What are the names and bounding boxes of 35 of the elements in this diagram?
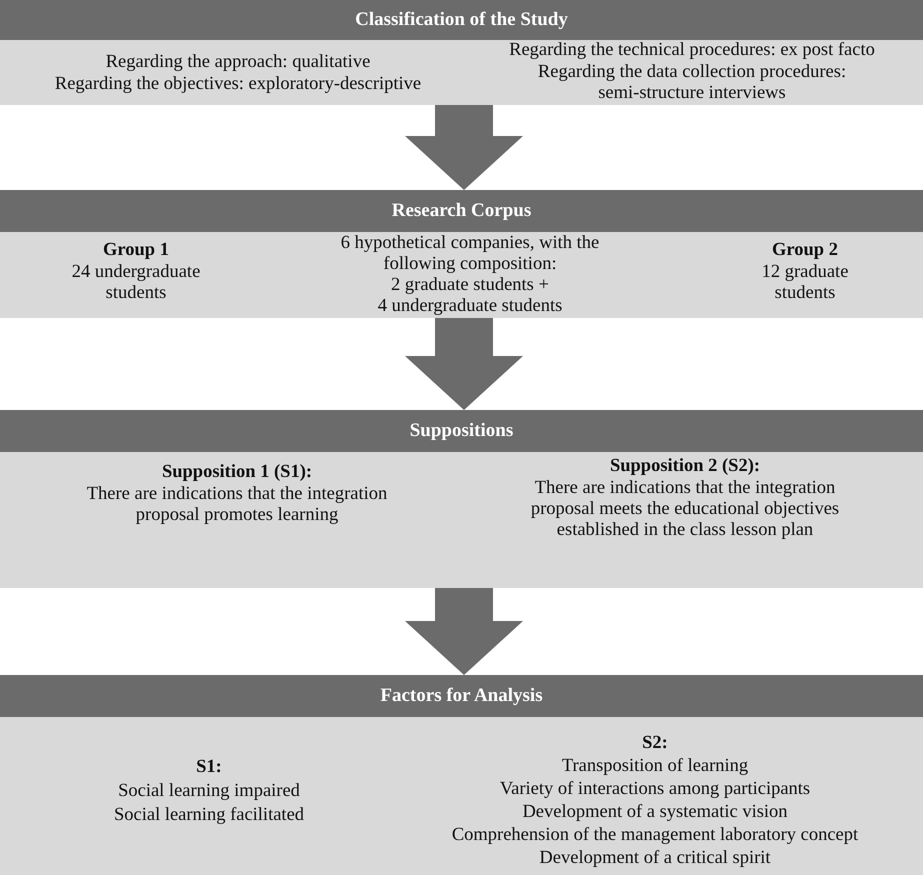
body-text: There are indications that the integration proposal promotes learning <box>86 484 388 526</box>
body-text: 24 undergraduate students <box>70 262 202 304</box>
subheading: Group 2 <box>771 240 839 261</box>
body-text: Comprehension of the management laboratory concept <box>450 825 860 846</box>
section-header: Suppositions <box>0 410 923 452</box>
subheading: S2: <box>641 733 669 754</box>
body-text: Regarding the objectives: exploratory-descriptive <box>54 74 422 95</box>
block-arrow <box>405 588 523 675</box>
body-text: Variety of interactions among participants <box>498 779 812 800</box>
body-text: There are indications that the integration proposal meets the educational objectives established in the class lesson plan <box>530 478 840 541</box>
content-panel <box>0 40 923 105</box>
body-text: Social learning facilitated <box>112 805 306 826</box>
body-text: Regarding the technical procedures: ex post facto <box>508 40 876 61</box>
content-panel <box>0 232 923 318</box>
block-arrow <box>405 105 523 190</box>
body-text: Transposition of learning <box>560 756 750 777</box>
body-text: 4 undergraduate students <box>376 296 564 317</box>
subheading: S1: <box>195 757 223 778</box>
subheading: Group 1 <box>102 240 170 261</box>
subheading: Supposition 1 (S1): <box>160 462 314 483</box>
body-text: 12 graduate students <box>760 262 850 304</box>
section-header: Research Corpus <box>0 190 923 232</box>
content-panel <box>0 717 923 875</box>
body-text: Social learning impaired <box>117 781 301 802</box>
content-panel <box>0 452 923 588</box>
body-text: Development of a critical spirit <box>538 848 772 869</box>
body-text: Regarding the data collection procedures: semi-structure interviews <box>536 62 848 104</box>
body-text: Development of a systematic vision <box>521 802 789 823</box>
subheading: Supposition 2 (S2): <box>608 456 762 477</box>
body-text: Regarding the approach: qualitative <box>104 52 372 73</box>
section-header: Factors for Analysis <box>0 675 923 717</box>
section-header: Classification of the Study <box>0 0 923 40</box>
body-text: 6 hypothetical companies, with the following composition: <box>340 233 600 275</box>
body-text: 2 graduate students + <box>390 275 550 296</box>
block-arrow <box>405 318 523 410</box>
